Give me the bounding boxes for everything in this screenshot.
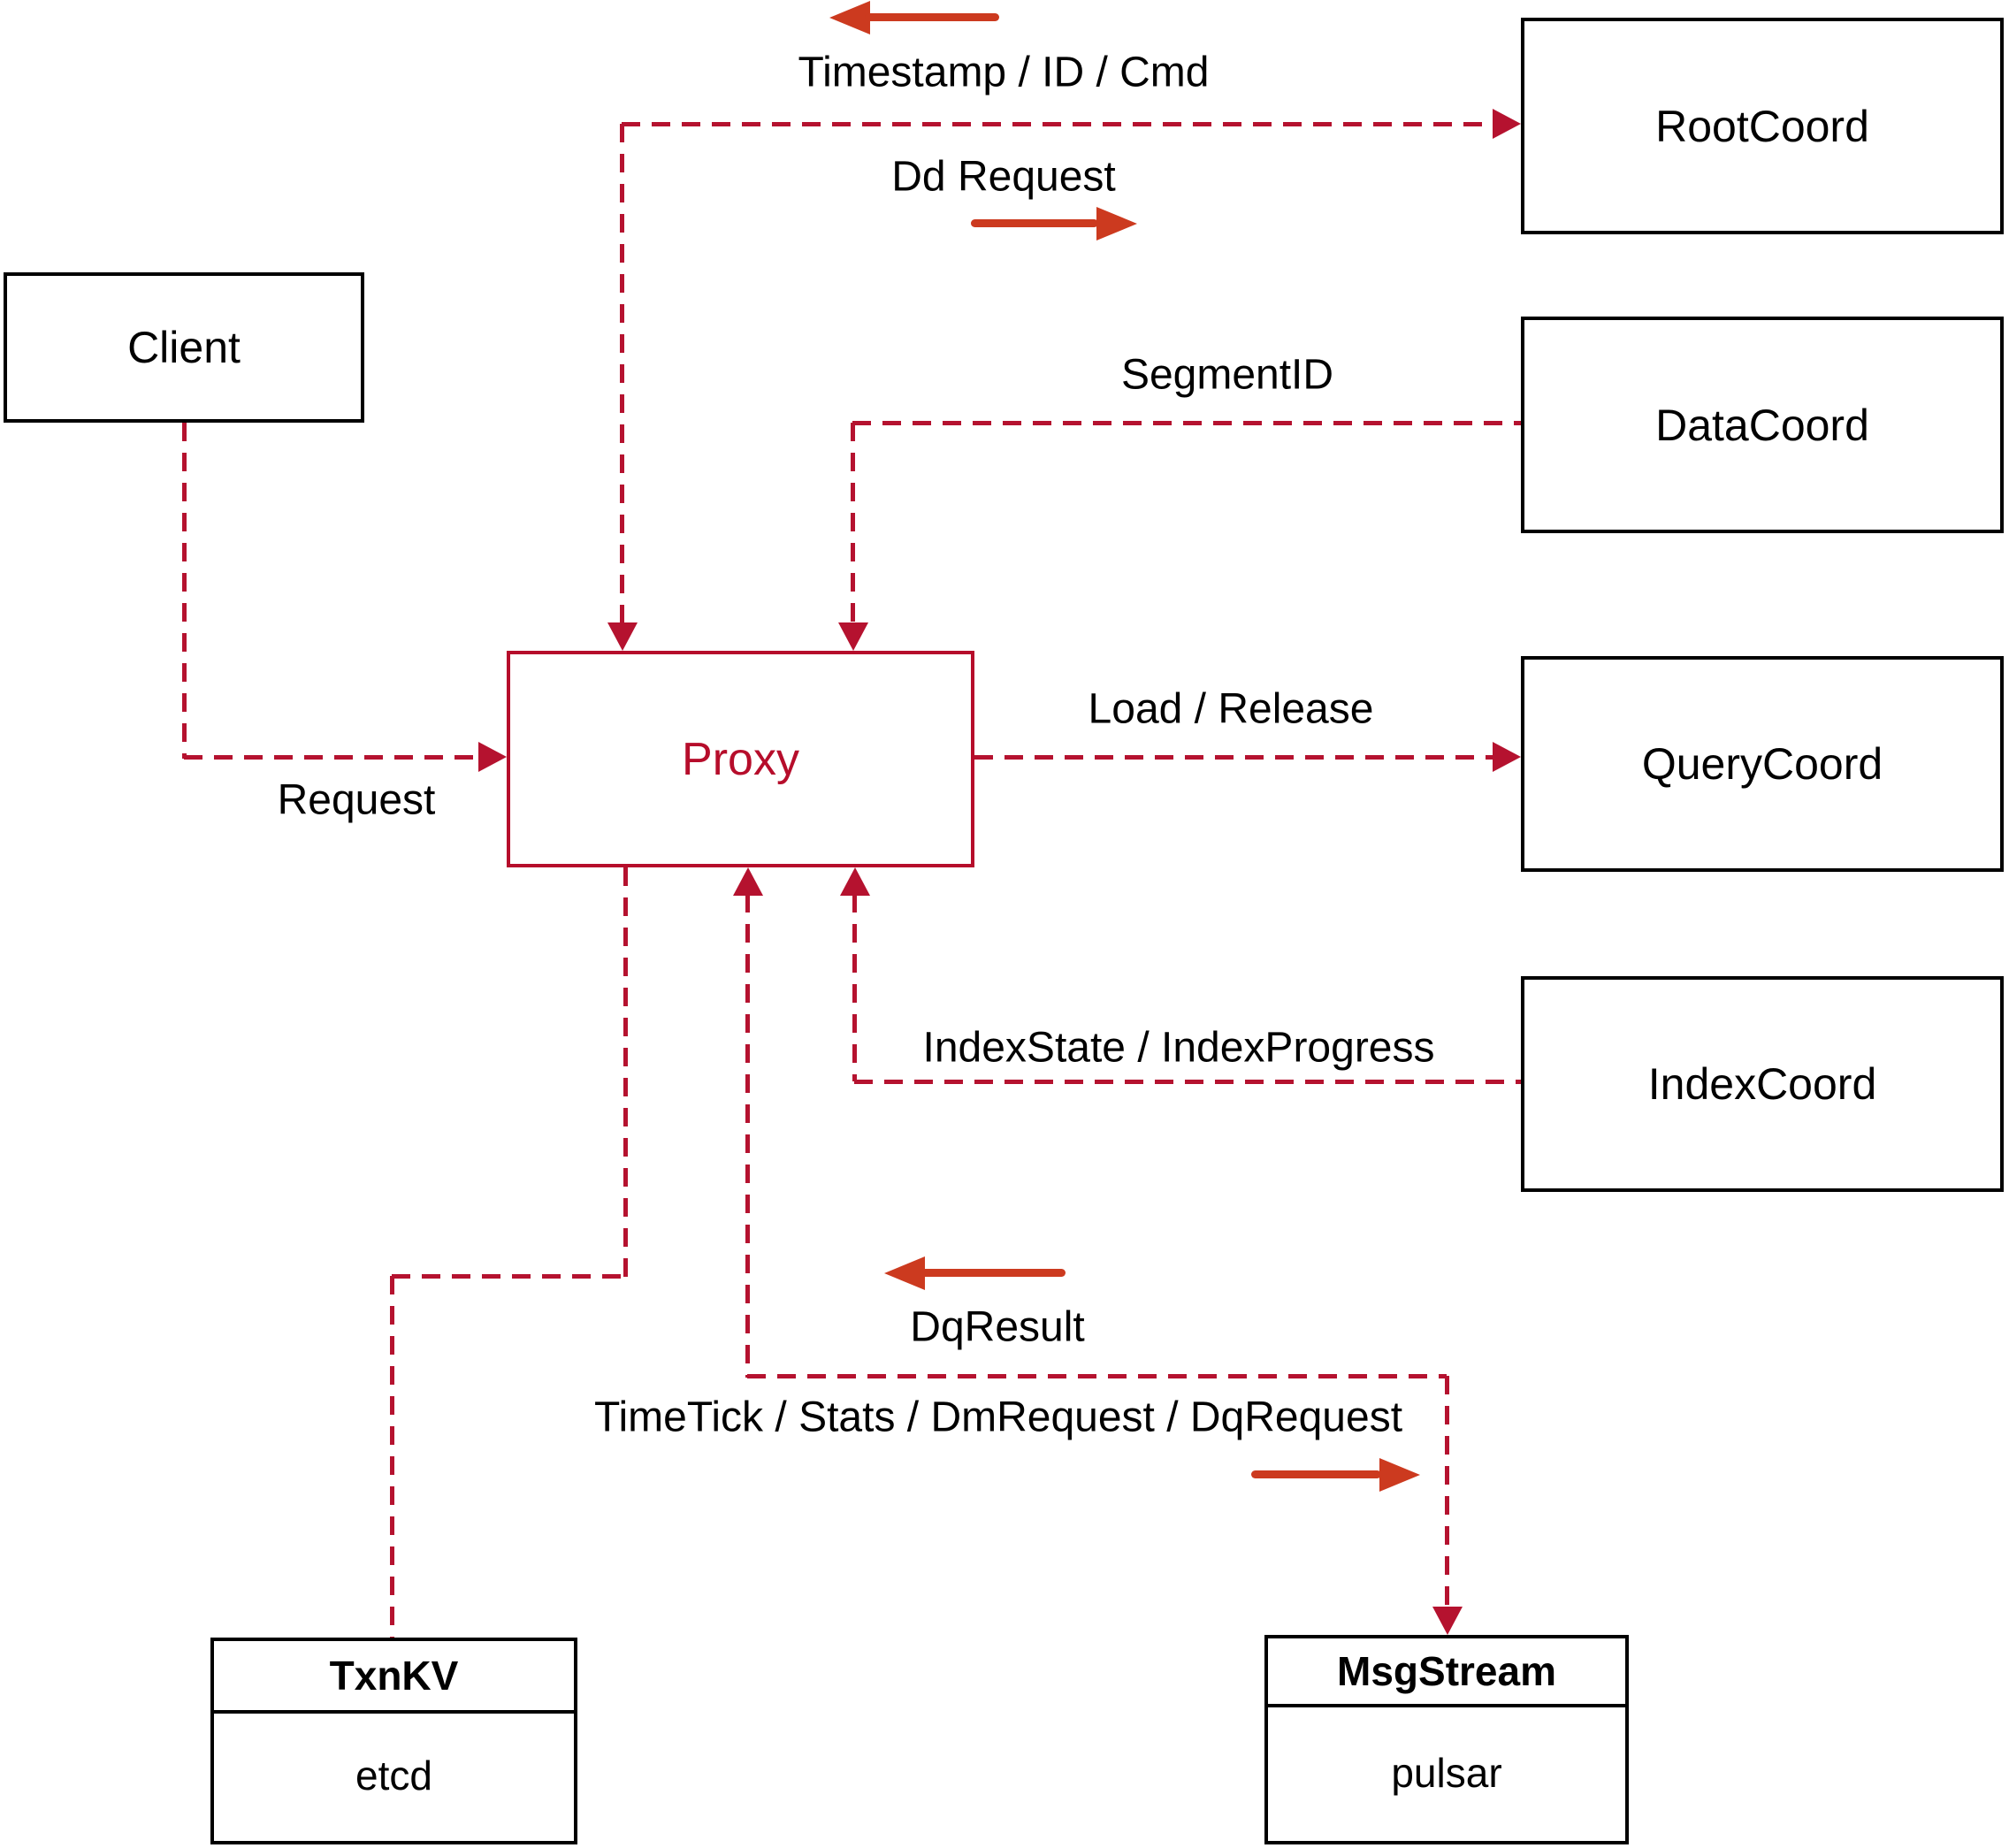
edge-label-request: Request (277, 776, 436, 824)
node-querycoord: QueryCoord (1521, 656, 2004, 872)
arrowhead-into-proxy-bottom-right-icon (840, 867, 870, 896)
node-indexcoord-label: IndexCoord (1647, 1059, 1877, 1109)
node-datacoord: DataCoord (1521, 317, 2004, 533)
arrowhead-into-msgstream-icon (1432, 1607, 1463, 1635)
edge-proxy-txnkv-horizontal (392, 1274, 628, 1279)
arrowhead-into-proxy-top-left-icon (607, 622, 638, 651)
edge-proxy-msgstream-horizontal (747, 1374, 1447, 1378)
edge-label-timestamp-id-cmd: Timestamp / ID / Cmd (798, 49, 1210, 96)
edge-proxy-txnkv-vertical-lower (390, 1276, 394, 1638)
node-msgstream-sublabel: pulsar (1391, 1749, 1502, 1796)
edge-label-dd-request: Dd Request (891, 153, 1116, 201)
edge-proxy-txnkv-vertical-upper (623, 867, 628, 1278)
timetick-direction-arrow-body (1251, 1470, 1381, 1478)
dqresult-direction-arrow-icon (884, 1256, 925, 1290)
edge-proxy-msgstream-vertical-upper (745, 894, 750, 1378)
edge-indexcoord-proxy-vertical (852, 894, 857, 1081)
arrowhead-into-rootcoord-icon (1493, 109, 1521, 139)
edge-proxy-rootcoord-horizontal (622, 122, 1494, 126)
node-msgstream-title: MsgStream (1268, 1638, 1625, 1707)
arrowhead-into-proxy-left-icon (478, 742, 507, 772)
timestamp-direction-arrow-body (865, 13, 999, 21)
arrowhead-into-proxy-top-right-icon (838, 622, 868, 651)
edge-label-load-release: Load / Release (1088, 685, 1374, 733)
edge-label-segmentid: SegmentID (1120, 351, 1334, 399)
timetick-direction-arrow-icon (1379, 1458, 1420, 1492)
dqresult-direction-arrow-body (920, 1269, 1066, 1277)
edge-proxy-rootcoord-vertical (620, 124, 624, 626)
edge-label-timetick-stats: TimeTick / Stats / DmRequest / DqRequest (593, 1394, 1403, 1441)
node-txnkv: TxnKV etcd (210, 1638, 577, 1844)
node-proxy: Proxy (507, 651, 974, 867)
edge-datacoord-proxy-vertical (851, 423, 855, 624)
edge-proxy-querycoord-horizontal (974, 755, 1496, 760)
node-txnkv-sublabel: etcd (355, 1753, 432, 1798)
dd-request-direction-arrow-icon (1096, 207, 1137, 241)
arrowhead-into-querycoord-icon (1493, 742, 1521, 772)
node-proxy-label: Proxy (682, 733, 799, 785)
node-rootcoord: RootCoord (1521, 18, 2004, 234)
edge-client-proxy-vertical (182, 423, 187, 759)
edge-label-indexstate-indexprogress: IndexState / IndexProgress (922, 1024, 1435, 1072)
edge-indexcoord-proxy-horizontal (854, 1080, 1521, 1084)
edge-proxy-msgstream-vertical-lower (1445, 1376, 1449, 1607)
node-client: Client (4, 272, 364, 423)
timestamp-direction-arrow-icon (829, 1, 870, 34)
node-txnkv-title: TxnKV (214, 1641, 574, 1714)
dd-request-direction-arrow-body (971, 219, 1098, 227)
edge-label-dqresult: DqResult (910, 1303, 1085, 1351)
edge-datacoord-proxy-horizontal (852, 421, 1521, 425)
node-rootcoord-label: RootCoord (1655, 101, 1869, 151)
node-client-label: Client (127, 323, 241, 372)
arrowhead-into-proxy-bottom-left-icon (733, 867, 763, 896)
node-querycoord-label: QueryCoord (1641, 739, 1883, 789)
node-msgstream: MsgStream pulsar (1264, 1635, 1629, 1844)
edge-client-proxy-horizontal (184, 755, 482, 760)
node-indexcoord: IndexCoord (1521, 976, 2004, 1192)
node-datacoord-label: DataCoord (1655, 400, 1869, 450)
